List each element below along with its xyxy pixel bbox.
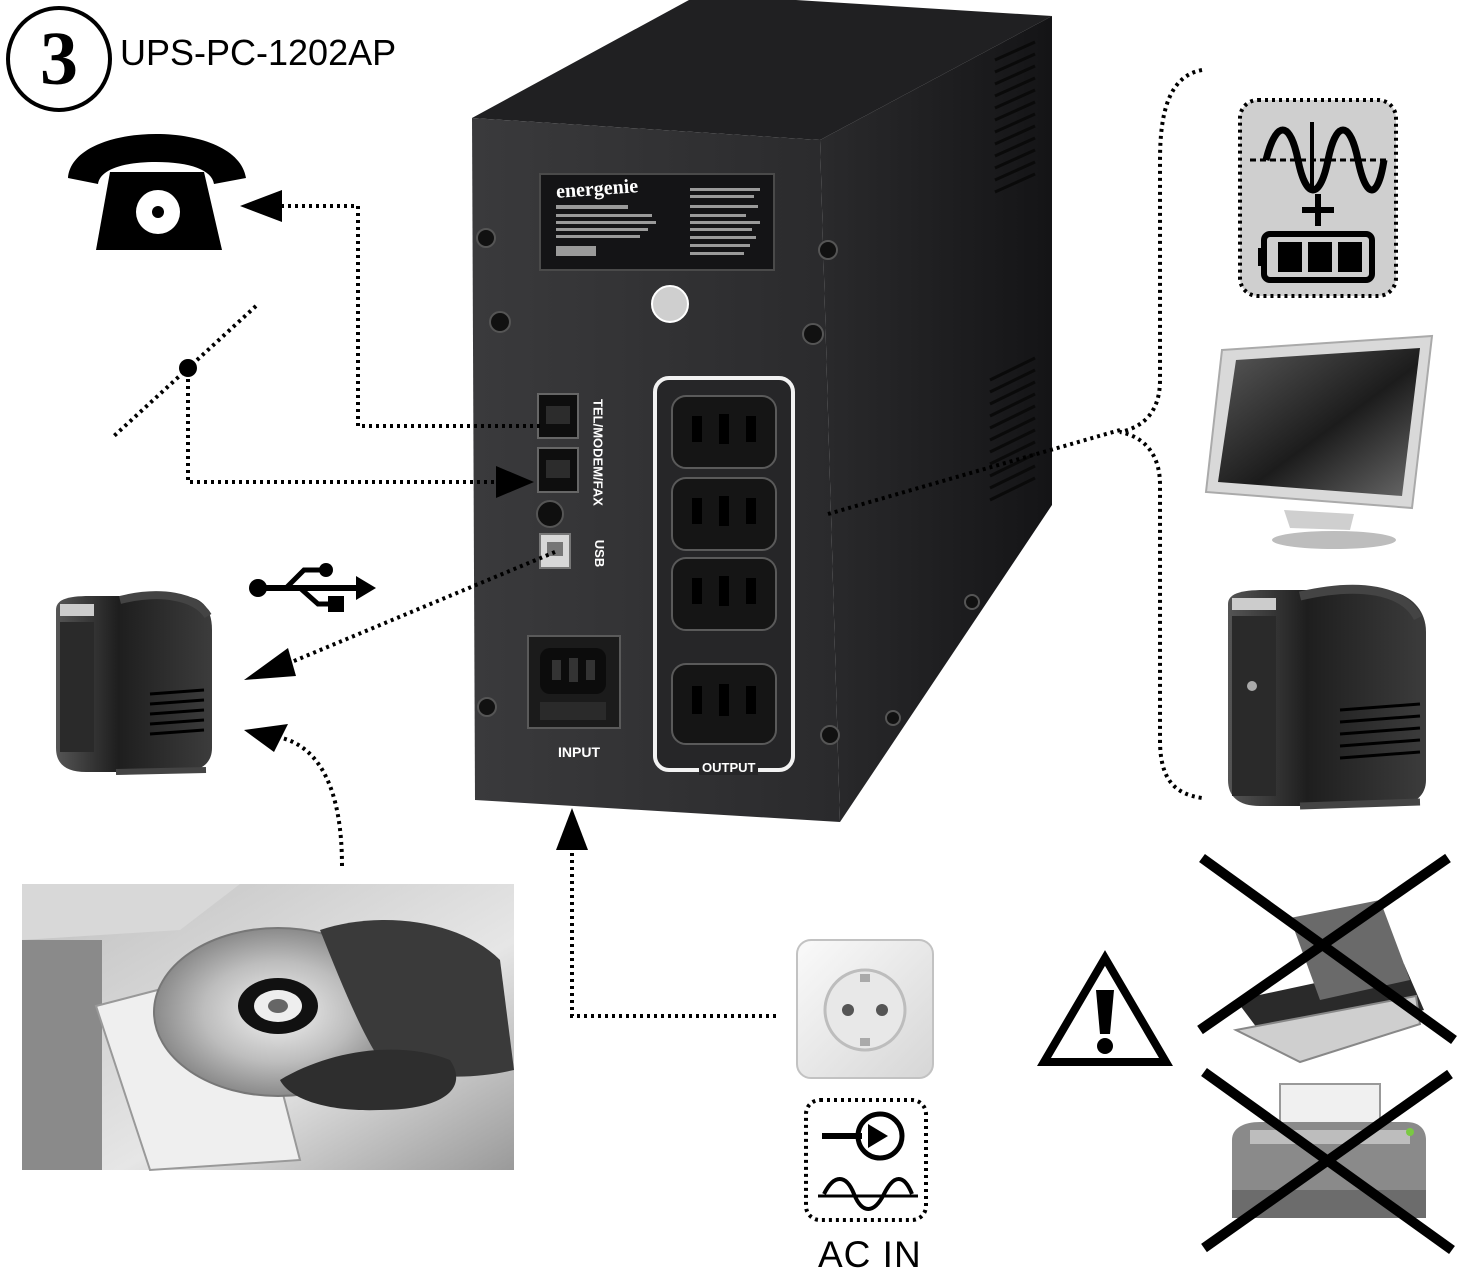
avr-battery-icon [1238,98,1398,298]
ac-in-line [570,844,776,1018]
arrowheads [240,190,588,850]
arrow-to-ups-tel [496,466,534,498]
scanner-crossed-icon [1197,853,1457,1064]
output-socket [671,395,777,469]
output-socket [671,663,777,745]
wall-socket-icon [796,939,934,1079]
step-number-badge: 3 [6,6,112,112]
cd-drive-photo [22,884,514,1172]
arrow-cd-to-pc [244,724,288,752]
ups-side [820,16,1052,822]
qc-passed-badge [651,285,689,323]
usb-port-label: USB [592,539,608,568]
arrow-to-ups-input [556,808,588,850]
warning-icon [1037,950,1173,1066]
ac-in-label: AC IN [818,1234,922,1275]
connection-lines [112,68,1203,1018]
output-port-label: OUTPUT [699,760,759,775]
monitor-icon [1204,334,1434,549]
ups-unit [472,0,1052,822]
input-socket [527,635,621,729]
output-socket [671,477,777,551]
usb-line [281,550,556,668]
ups-side-vents [989,40,1036,502]
output-line [827,428,1121,516]
tel-modem-fax-ports [537,393,579,493]
printer-crossed-icon [1201,1067,1455,1255]
tel-modem-fax-label: TEL/MODEM/FAX [590,399,606,506]
arrow-to-pc [244,648,296,680]
ups-top [472,0,1052,140]
pc-tower-icon [56,591,212,775]
ups-label-text-lines [556,188,760,256]
pc-tower-icon [1228,584,1426,810]
model-title: UPS-PC-1202AP [120,32,397,73]
ac-in-icon [804,1098,928,1222]
output-socket [671,557,777,631]
output-sockets [671,395,777,745]
cd-to-pc-line [281,736,344,867]
wall-phone-line [186,372,500,484]
usb-icon [249,563,376,612]
tel-line [282,204,540,428]
arrow-to-phone [240,190,282,222]
phone-line-junction-icon [179,359,197,377]
ups-screws [476,228,980,745]
telephone-icon [68,134,246,250]
input-port-label: INPUT [558,744,600,760]
ups-fuse [536,500,564,528]
output-bracket [1119,68,1203,800]
